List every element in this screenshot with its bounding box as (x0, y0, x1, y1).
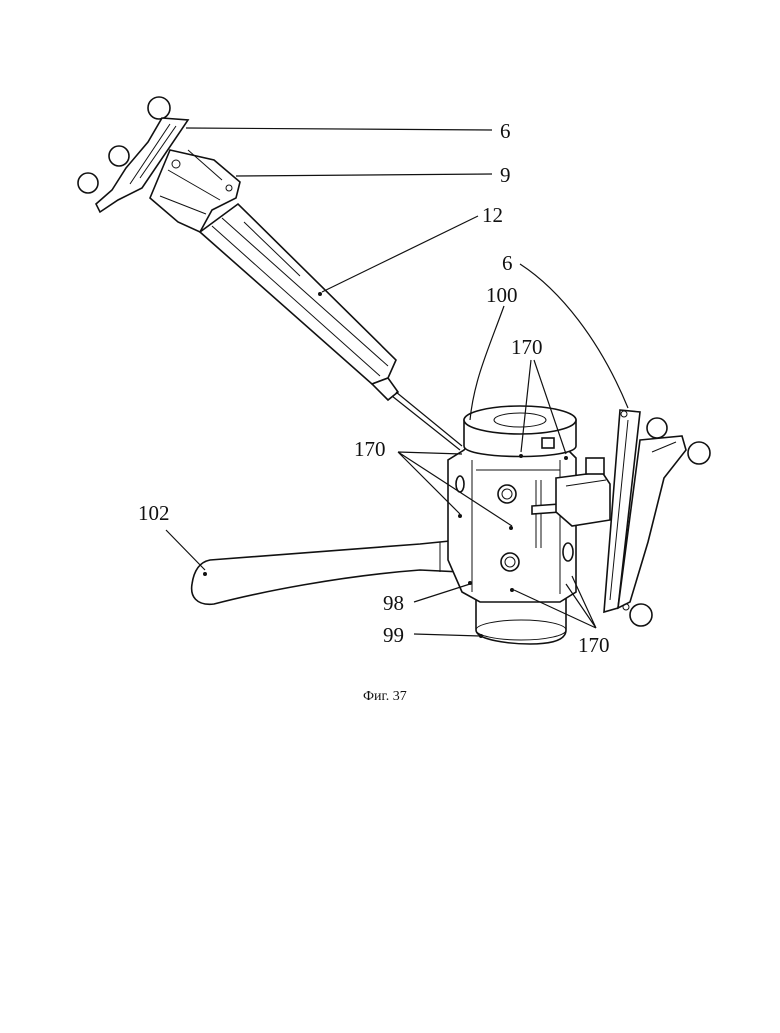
ref-170-top: 170 (511, 335, 543, 359)
ref-6-right: 6 (502, 251, 513, 275)
ref-9: 9 (500, 163, 511, 187)
marker-sphere (148, 97, 170, 119)
ref-98: 98 (383, 591, 404, 615)
marker-sphere (630, 604, 652, 626)
ref-6-top: 6 (500, 119, 511, 143)
tracking-instrument (78, 97, 462, 450)
hex-body (448, 440, 576, 602)
handle (192, 540, 462, 604)
ref-102: 102 (138, 501, 170, 525)
ref-99: 99 (383, 623, 404, 647)
ref-170-bottom: 170 (578, 633, 610, 657)
reference-array (604, 410, 710, 626)
figure-caption: Фиг. 37 (363, 689, 407, 704)
clamp (556, 472, 610, 526)
marker-sphere (109, 146, 129, 166)
ref-12: 12 (482, 203, 503, 227)
ref-170-left: 170 (354, 437, 386, 461)
guide-block (448, 406, 610, 644)
marker-sphere (647, 418, 667, 438)
marker-sphere (688, 442, 710, 464)
instrument-shaft (200, 204, 396, 384)
marker-sphere (78, 173, 98, 193)
ref-100: 100 (486, 283, 518, 307)
